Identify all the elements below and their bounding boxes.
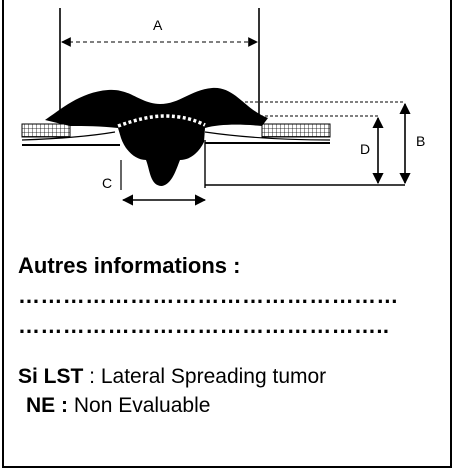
legend-ne-text: Non Evaluable <box>74 394 211 417</box>
legend-lst: Si LST : Lateral Spreading tumor <box>18 365 326 389</box>
mucosa-left <box>22 124 70 137</box>
tumor-measurement-diagram: A D B C <box>0 0 455 240</box>
legend-ne-abbr: NE : <box>26 394 68 417</box>
legend-lst-abbr: Si LST <box>18 365 83 388</box>
legend-lst-text: Lateral Spreading tumor <box>101 365 326 388</box>
mucosa-right <box>262 124 330 137</box>
fill-in-line-1: …………………………………………… <box>18 283 399 309</box>
dimension-d-label: D <box>360 141 370 157</box>
dimension-b-label: B <box>416 133 425 149</box>
dimension-a-label: A <box>153 17 163 33</box>
other-info-heading: Autres informations : <box>18 253 240 279</box>
legend-ne: NE : Non Evaluable <box>26 394 210 418</box>
dimension-c-label: C <box>102 175 112 191</box>
fill-in-line-2: ………………………………………….. <box>18 313 389 339</box>
legend-lst-separator: : <box>83 365 101 388</box>
